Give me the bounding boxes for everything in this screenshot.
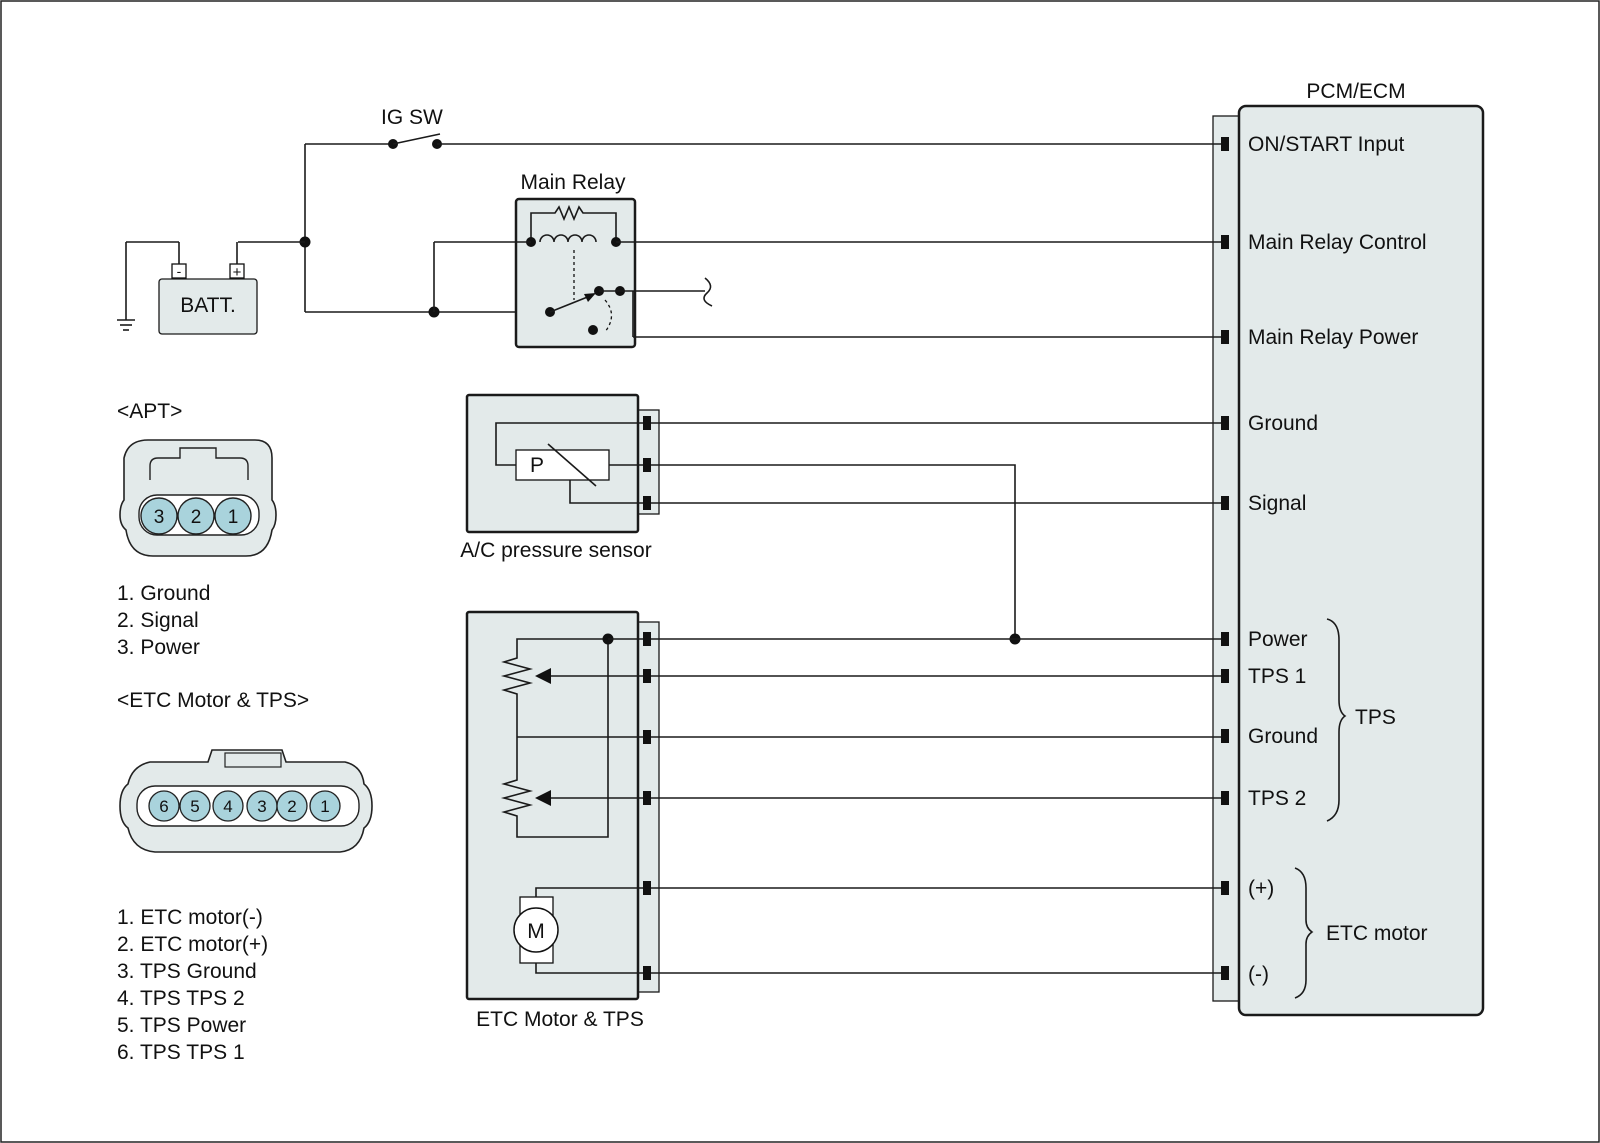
etc-legend-item: 1. ETC motor(-)	[117, 906, 263, 929]
etc-pin-number: 3	[257, 797, 266, 816]
main-relay: Main Relay	[514, 171, 637, 349]
ac-pressure-sensor: A/C pressure sensor P	[460, 393, 660, 562]
ecm-terminal	[1221, 966, 1229, 980]
ecm-terminal	[1221, 416, 1229, 430]
battery-plus: +	[233, 264, 242, 281]
etc-connector: <ETC Motor & TPS> 6 5 4 3 2 1	[117, 689, 373, 853]
ac-sensor-element: P	[530, 454, 544, 477]
ecm-terminal	[1221, 881, 1229, 895]
etc-connector-title: <ETC Motor & TPS>	[117, 689, 309, 712]
ecm-pins: ON/START Input Main Relay Control Main R…	[1221, 133, 1427, 986]
etc-motor-bracket	[1294, 867, 1314, 999]
ig-sw-label: IG SW	[381, 106, 443, 129]
ecm-terminal	[1221, 330, 1229, 344]
apt-legend: 1. Ground 2. Signal 3. Power	[117, 582, 210, 659]
tps-group-label: TPS	[1355, 706, 1396, 729]
etc-module-label: ETC Motor & TPS	[476, 1008, 644, 1031]
etc-motor-group-label: ETC motor	[1326, 922, 1428, 945]
ecm-title: PCM/ECM	[1306, 80, 1405, 103]
battery-label: BATT.	[180, 294, 236, 317]
apt-legend-item: 1. Ground	[117, 582, 210, 605]
etc-legend-item: 5. TPS Power	[117, 1014, 246, 1037]
ecm-terminal	[1221, 496, 1229, 510]
ecm-terminal	[1221, 729, 1229, 743]
etc-legend-item: 6. TPS TPS 1	[117, 1041, 245, 1064]
ecm-pin-signal-apt: Signal	[1248, 492, 1306, 515]
apt-connector: <APT> 3 2 1	[117, 400, 277, 557]
apt-legend-item: 2. Signal	[117, 609, 199, 632]
etc-pin-number: 1	[320, 797, 329, 816]
ecm-pin-main-relay-power: Main Relay Power	[1248, 326, 1418, 349]
etc-legend-item: 2. ETC motor(+)	[117, 933, 268, 956]
ecm-pin-tps2: TPS 2	[1248, 787, 1306, 810]
ecm-terminal	[1221, 137, 1229, 151]
ecm-pin-main-relay-control: Main Relay Control	[1248, 231, 1427, 254]
main-relay-label: Main Relay	[520, 171, 626, 194]
ecm-pin-motor-plus: (+)	[1248, 877, 1274, 900]
battery: - + BATT.	[117, 241, 258, 335]
apt-pin-number: 1	[228, 507, 239, 528]
ecm-terminal	[1221, 632, 1229, 646]
etc-motor-tps-module: ETC Motor & TPS M	[465, 610, 660, 1031]
etc-legend-item: 4. TPS TPS 2	[117, 987, 245, 1010]
ecm-pin-on-start: ON/START Input	[1248, 133, 1405, 156]
ecm-terminal	[1221, 791, 1229, 805]
ecm-terminal	[1221, 669, 1229, 683]
apt-legend-item: 3. Power	[117, 636, 200, 659]
ecm-body	[1237, 104, 1485, 1017]
ecm-pin-tps1: TPS 1	[1248, 665, 1306, 688]
ecm-pin-motor-minus: (-)	[1248, 963, 1269, 986]
apt-pin-number: 2	[191, 507, 202, 528]
etc-pin-number: 2	[287, 797, 296, 816]
apt-connector-title: <APT>	[117, 400, 182, 423]
ecm-terminal	[1221, 235, 1229, 249]
ac-sensor-label: A/C pressure sensor	[460, 539, 651, 562]
etc-pin-number: 4	[223, 797, 232, 816]
ecm-block: PCM/ECM	[1212, 80, 1485, 1017]
battery-minus: -	[177, 263, 182, 279]
etc-pin-number: 5	[190, 797, 199, 816]
etc-pin-number: 6	[159, 797, 168, 816]
etc-legend-item: 3. TPS Ground	[117, 960, 257, 983]
ecm-pin-ground-apt: Ground	[1248, 412, 1318, 435]
ecm-pin-ground-tps: Ground	[1248, 725, 1318, 748]
motor-symbol: M	[527, 920, 545, 943]
tps-bracket	[1326, 618, 1347, 822]
etc-legend: 1. ETC motor(-) 2. ETC motor(+) 3. TPS G…	[117, 906, 268, 1064]
ignition-switch: IG SW	[305, 106, 1221, 149]
ecm-pin-power-tps: Power	[1248, 628, 1308, 651]
apt-pin-number: 3	[154, 507, 165, 528]
